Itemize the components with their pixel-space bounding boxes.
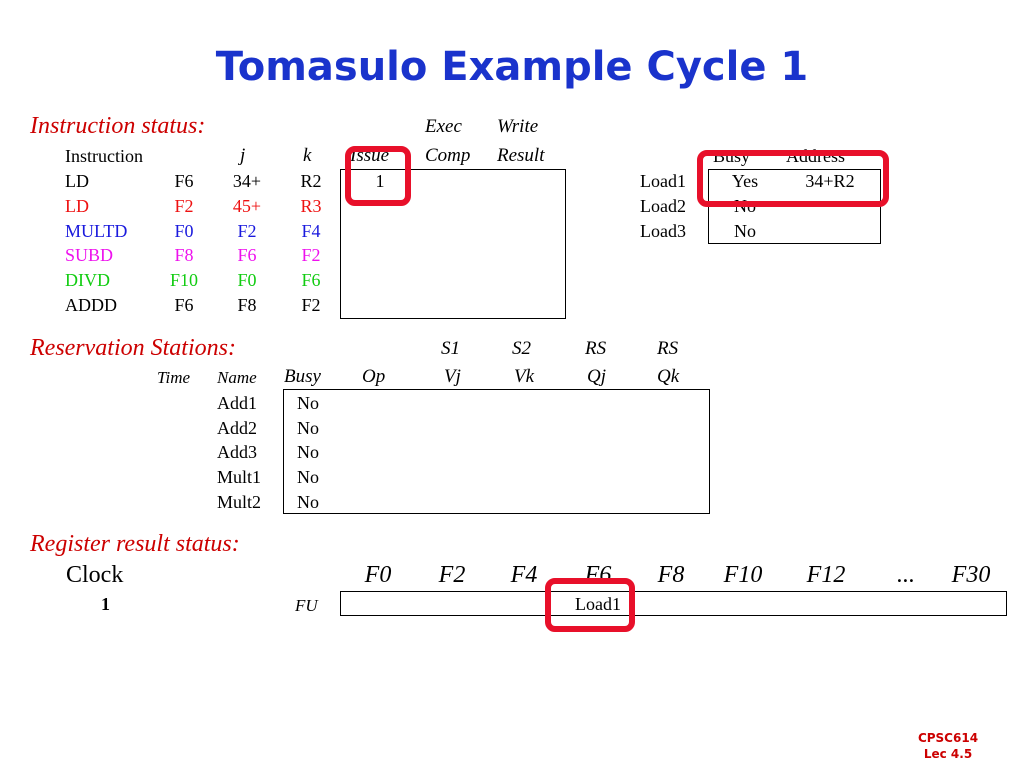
reservation-station-busy: No <box>297 492 319 512</box>
instruction-k: F2 <box>301 245 321 265</box>
instruction-dest: F6 <box>174 171 194 191</box>
op-column-header: Op <box>362 366 386 387</box>
s2-header: S2 <box>512 338 531 359</box>
instruction-j: 45+ <box>232 196 262 216</box>
instruction-op: SUBD <box>65 245 114 265</box>
qk-column-header: Qk <box>657 366 680 387</box>
instruction-issue: 1 <box>375 171 385 191</box>
vj-column-header: Vj <box>444 366 461 387</box>
load-buffer-busy: Yes <box>731 171 759 191</box>
f6-highlight-box <box>545 578 635 632</box>
load-buffer-address: 34+R2 <box>805 171 855 191</box>
instruction-status-table-box <box>340 169 566 319</box>
load-buffer-name: Load3 <box>640 221 686 241</box>
clock-value: 1 <box>101 594 110 614</box>
result-column-header: Result <box>497 145 545 166</box>
load-buffer-name: Load2 <box>640 196 686 216</box>
instruction-dest: F2 <box>174 196 194 216</box>
load1-highlight-box <box>697 150 889 207</box>
register-header: F10 <box>723 562 763 588</box>
instruction-column-header: Instruction <box>65 146 143 166</box>
instruction-dest: F8 <box>174 245 194 265</box>
register-header: F12 <box>806 562 846 588</box>
lecture-number: Lec 4.5 <box>923 747 973 761</box>
reservation-station-busy: No <box>297 467 319 487</box>
rs-header-qj: RS <box>585 338 607 359</box>
qj-column-header: Qj <box>587 366 606 387</box>
register-result-status-label: Register result status: <box>30 531 240 557</box>
reservation-stations-table-box <box>283 389 710 514</box>
instruction-k: F2 <box>301 295 321 315</box>
reservation-station-busy: No <box>297 393 319 413</box>
clock-label: Clock <box>66 562 124 588</box>
instruction-op: LD <box>65 171 89 191</box>
register-header: F0 <box>364 562 392 588</box>
k-column-header: k <box>303 145 312 166</box>
instruction-k: F4 <box>301 221 321 241</box>
fu-label: FU <box>295 596 318 615</box>
instruction-j: F0 <box>237 270 257 290</box>
page-title: Tomasulo Example Cycle 1 <box>215 44 809 90</box>
reservation-station-name: Add3 <box>217 442 257 462</box>
instruction-j: F6 <box>237 245 257 265</box>
register-header: F2 <box>438 562 466 588</box>
instruction-dest: F10 <box>169 270 198 290</box>
instruction-status-label: Instruction status: <box>30 113 206 139</box>
reservation-station-name: Add1 <box>217 393 257 413</box>
reservation-station-busy: No <box>297 442 319 462</box>
instruction-op: LD <box>65 196 89 216</box>
register-header: F8 <box>657 562 685 588</box>
reservation-station-name: Mult1 <box>217 467 262 487</box>
comp-column-header: Comp <box>425 145 471 166</box>
load-buffer-busy: No <box>734 221 756 241</box>
vk-column-header: Vk <box>514 366 535 387</box>
instruction-k: F6 <box>301 270 321 290</box>
write-header: Write <box>497 116 539 137</box>
instruction-dest: F6 <box>174 295 194 315</box>
instruction-j: F8 <box>237 295 257 315</box>
instruction-op: MULTD <box>65 221 128 241</box>
time-column-header: Time <box>157 368 191 387</box>
reservation-stations-label: Reservation Stations: <box>30 335 236 361</box>
instruction-j: 34+ <box>232 171 262 191</box>
busy-column-header: Busy <box>284 366 321 387</box>
instruction-op: ADDD <box>65 295 117 315</box>
instruction-op: DIVD <box>65 270 110 290</box>
register-header: ... <box>897 562 915 588</box>
rs-header-qk: RS <box>657 338 679 359</box>
load-buffer-name: Load1 <box>640 171 686 191</box>
instruction-k: R3 <box>300 196 322 216</box>
s1-header: S1 <box>441 338 460 359</box>
j-column-header: j <box>240 145 246 166</box>
course-code: CPSC614 <box>917 731 979 745</box>
register-result-table-box <box>340 591 1007 616</box>
issue-highlight-box <box>345 146 411 206</box>
instruction-j: F2 <box>237 221 257 241</box>
exec-header: Exec <box>425 116 462 137</box>
reservation-station-busy: No <box>297 418 319 438</box>
instruction-dest: F0 <box>174 221 194 241</box>
name-column-header: Name <box>217 368 257 387</box>
register-header: F30 <box>951 562 991 588</box>
register-header: F4 <box>510 562 538 588</box>
reservation-station-name: Add2 <box>217 418 257 438</box>
reservation-station-name: Mult2 <box>217 492 262 512</box>
instruction-k: R2 <box>300 171 322 191</box>
register-fu-value: Load1 <box>575 594 621 614</box>
